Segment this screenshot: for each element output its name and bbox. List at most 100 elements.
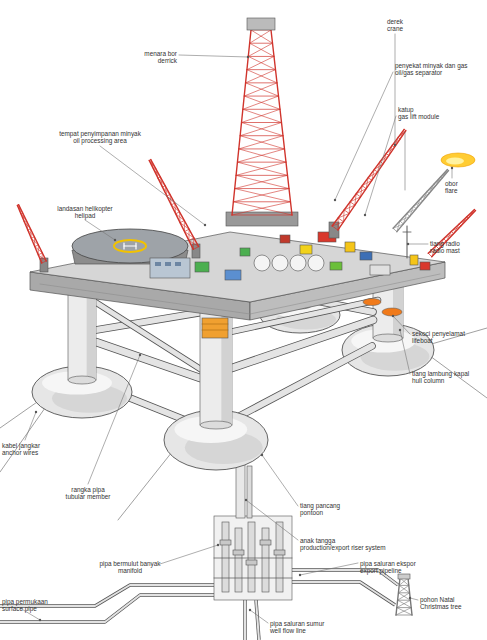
leader-dot	[261, 454, 263, 456]
callout-label: pipa saluran ekspor	[360, 560, 416, 567]
leader-dot	[247, 56, 249, 58]
callout-label-english: pontoon	[300, 509, 323, 516]
derrick	[236, 175, 289, 188]
flare-boom	[420, 199, 422, 201]
well-flow-line	[256, 600, 259, 640]
crane-boom	[332, 129, 404, 226]
callout-label-english: manifold	[118, 567, 142, 574]
callout-label: tempat penyimpanan minyak	[59, 130, 141, 137]
export-pipeline	[290, 582, 395, 605]
derrick	[240, 136, 284, 149]
window	[155, 262, 161, 266]
derrick	[240, 123, 281, 136]
storage-tank	[308, 255, 324, 271]
crane-boom	[27, 221, 28, 230]
derrick	[250, 43, 273, 44]
module-box	[420, 262, 430, 270]
callout-label-english: surface pipe	[2, 605, 37, 612]
crane-boom	[151, 160, 154, 170]
christmas-tree	[396, 608, 411, 615]
derrick	[248, 56, 274, 57]
callout-label: rangka pipa	[71, 486, 104, 493]
surface-pipe	[0, 595, 220, 622]
riser-pipe	[247, 466, 252, 518]
module-box	[360, 252, 372, 260]
crane-boom	[459, 218, 468, 224]
leader-dot	[451, 167, 453, 169]
leader-line	[300, 563, 358, 575]
leader-line	[25, 412, 36, 440]
hull-column	[87, 290, 96, 380]
leader-dot	[409, 597, 411, 599]
storage-tank	[254, 255, 270, 271]
anchor-wire	[118, 452, 172, 520]
crane-boom	[374, 164, 383, 170]
crane-boom	[459, 224, 461, 226]
crane-boom	[467, 217, 468, 218]
derrick	[243, 109, 282, 122]
flare-boom	[400, 221, 403, 224]
leader-dot	[364, 214, 366, 216]
callout-label-english: flare	[445, 187, 457, 194]
leader-line	[393, 316, 410, 334]
crane-boom	[374, 170, 377, 172]
flare-boom	[420, 193, 429, 198]
hull-column	[200, 421, 232, 429]
leader-dot	[114, 239, 116, 241]
callout-label: derek	[387, 18, 403, 25]
module-box	[225, 270, 241, 280]
callout-label: tiang lambung kapal	[412, 370, 469, 377]
flare-boom	[393, 224, 403, 228]
callout-label-english: derrick	[158, 57, 177, 64]
callout-label: pipa bermulut banyak	[99, 560, 160, 567]
crane-boom	[344, 210, 349, 214]
manifold-pipe	[248, 522, 255, 592]
crane-boom	[34, 237, 35, 247]
crane-boom	[19, 205, 21, 214]
leader-line	[335, 72, 393, 200]
flare-flame	[446, 158, 464, 165]
crane-boom	[149, 159, 151, 161]
crane-boom	[28, 229, 31, 230]
crane-boom	[444, 234, 454, 239]
hull-column	[68, 376, 96, 384]
crane-boom	[154, 168, 156, 169]
derrick	[244, 83, 277, 96]
crane-boom	[332, 222, 343, 226]
christmas-tree	[396, 578, 400, 615]
crane-boom	[174, 203, 176, 214]
derrick	[246, 82, 277, 83]
flare-boom	[407, 214, 410, 217]
derrick	[244, 96, 280, 109]
helipad-mark	[124, 245, 136, 246]
manifold-pipe	[276, 522, 283, 592]
crane-boom	[188, 229, 189, 240]
crane-boom	[451, 231, 453, 233]
well-flow-line	[243, 600, 246, 640]
derrick	[239, 148, 285, 149]
callout-label-english: Christmas tree	[420, 603, 462, 610]
crane-boom	[31, 237, 34, 238]
christmas-tree	[397, 600, 411, 607]
leader-dot	[204, 224, 206, 226]
callout-label: tiang pancang	[300, 502, 340, 509]
derrick	[247, 70, 277, 83]
crane-boom	[179, 212, 181, 223]
module-box	[280, 235, 290, 243]
crane-boom	[151, 160, 199, 247]
radio-mast	[407, 226, 408, 258]
callout-label: menara bor	[144, 50, 177, 57]
lifeboat	[363, 299, 381, 306]
crane-boom	[158, 177, 160, 178]
leader-line	[250, 610, 268, 623]
crane-boom	[17, 204, 18, 206]
crane-boom	[386, 154, 389, 156]
derrick	[233, 201, 290, 202]
derrick	[232, 215, 292, 216]
leader-line	[365, 116, 396, 215]
callout-label-english: production/export riser system	[300, 544, 386, 551]
manifold-valve	[233, 550, 244, 555]
callout-label-english: radio mast	[430, 247, 460, 254]
manifold-pipe	[262, 528, 269, 592]
derrick	[247, 56, 274, 69]
